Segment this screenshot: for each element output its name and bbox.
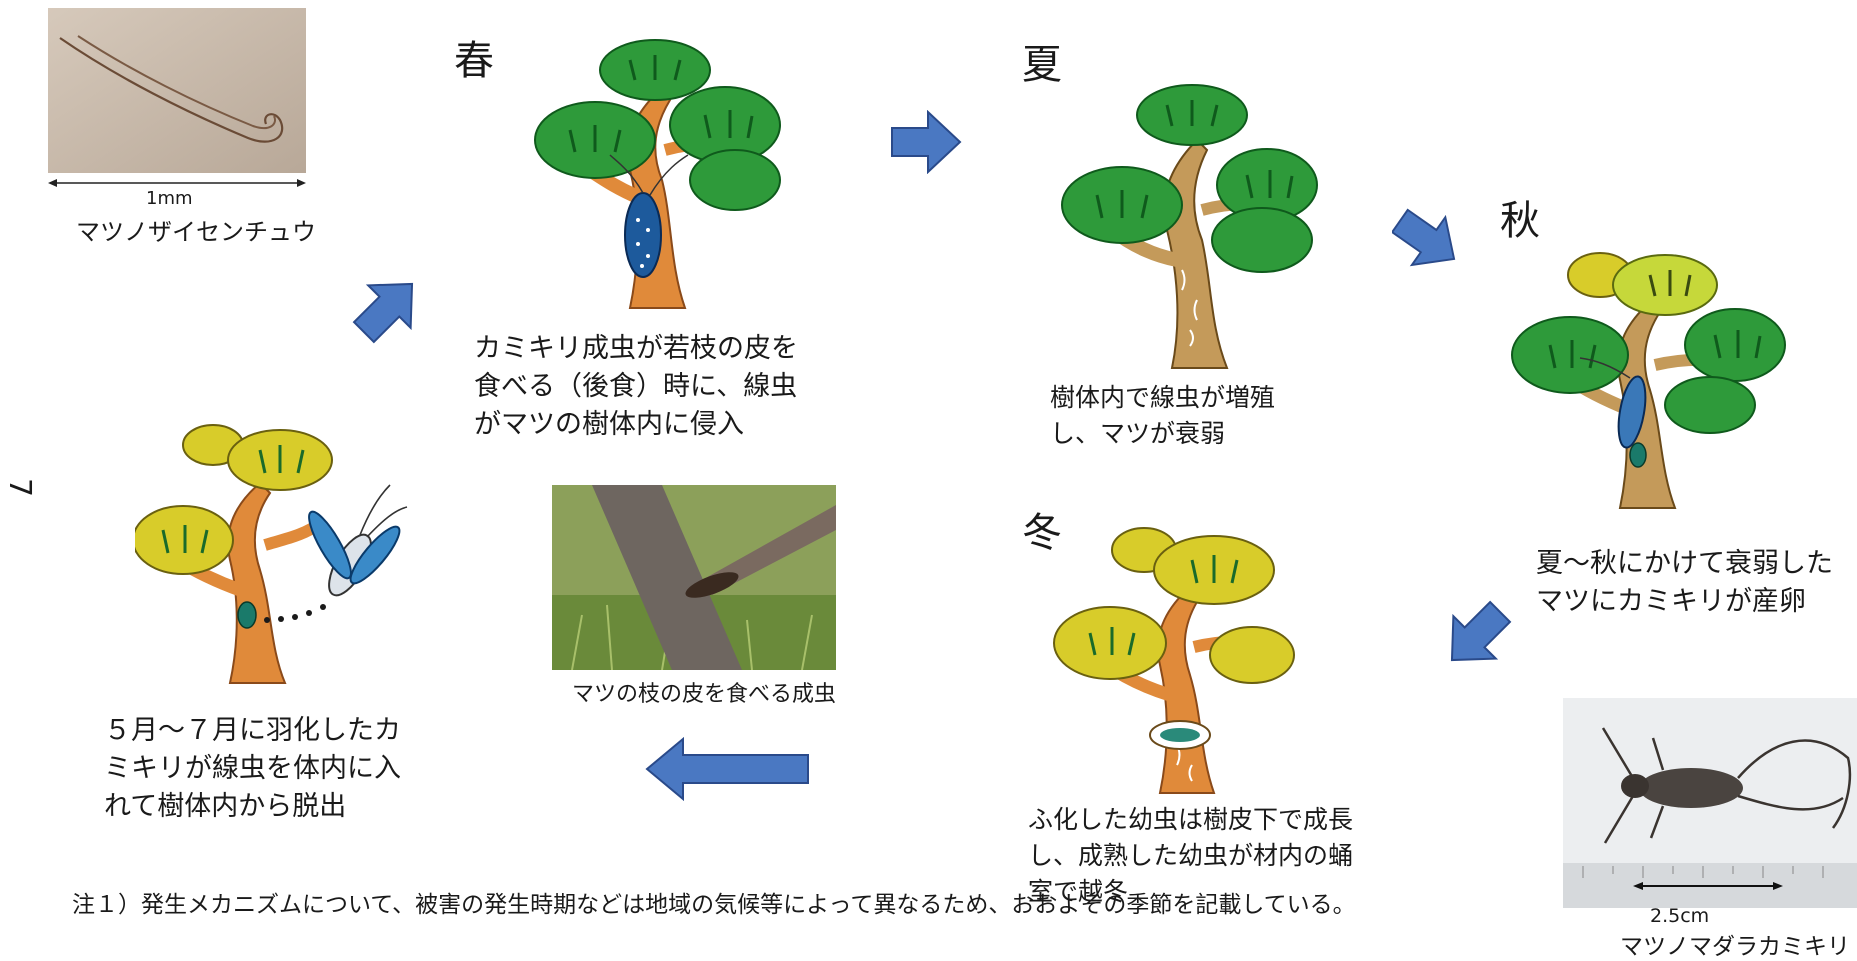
winter-caption: ふ化した幼虫は樹皮下で成長 し、成熟した幼虫が材内の蛹 室で越冬 — [1028, 805, 1354, 906]
arrow-winter-to-emergence-icon — [645, 737, 809, 801]
beetle-scale-label: 2.5cm — [1650, 905, 1710, 927]
arrow-summer-to-autumn-icon — [1392, 208, 1456, 267]
season-label-autumn: 秋 — [1500, 198, 1540, 244]
season-label-spring: 春 — [454, 38, 494, 84]
summer-pine-tree-illustration — [1061, 84, 1318, 369]
winter-pine-tree-illustration — [1053, 527, 1295, 794]
season-label-summer: 夏 — [1022, 42, 1062, 88]
season-label-winter: 冬 — [1022, 510, 1062, 556]
nematode-scale-bar — [48, 179, 306, 187]
page-number: 7 — [2, 477, 38, 498]
beetle-name: マツノマダラカミキリ — [1620, 934, 1850, 960]
autumn-caption: 夏～秋にかけて衰弱した マツにカミキリが産卵 — [1536, 548, 1833, 617]
feeding-photo-caption: マツの枝の皮を食べる成虫 — [572, 682, 837, 707]
nematode-name: マツノザイセンチュウ — [76, 218, 316, 246]
nematode-scale-label: 1mm — [146, 188, 193, 209]
spring-caption: カミキリ成虫が若枝の皮を 食べる（後食）時に、線虫 がマツの樹体内に侵入 — [474, 333, 798, 440]
arrow-emergence-to-spring-icon — [352, 282, 414, 344]
arrow-spring-to-summer-icon — [891, 110, 962, 174]
beetle-photo — [1563, 698, 1857, 908]
footnote: 注１）発生メカニズムについて、被害の発生時期などは地域の気候等によって異なるため… — [72, 892, 1356, 918]
arrow-autumn-to-winter-icon — [1450, 600, 1512, 662]
summer-caption: 樹体内で線虫が増殖 し、マツが衰弱 — [1050, 383, 1276, 448]
spring-pine-tree-illustration — [534, 39, 781, 309]
emergence-pine-tree-illustration — [135, 424, 408, 684]
emergence-caption: ５月～７月に羽化したカ ミキリが線虫を体内に入 れて樹体内から脱出 — [104, 715, 401, 822]
nematode-photo — [48, 8, 306, 173]
feeding-beetle-photo — [552, 485, 836, 670]
autumn-pine-tree-illustration — [1511, 252, 1786, 509]
